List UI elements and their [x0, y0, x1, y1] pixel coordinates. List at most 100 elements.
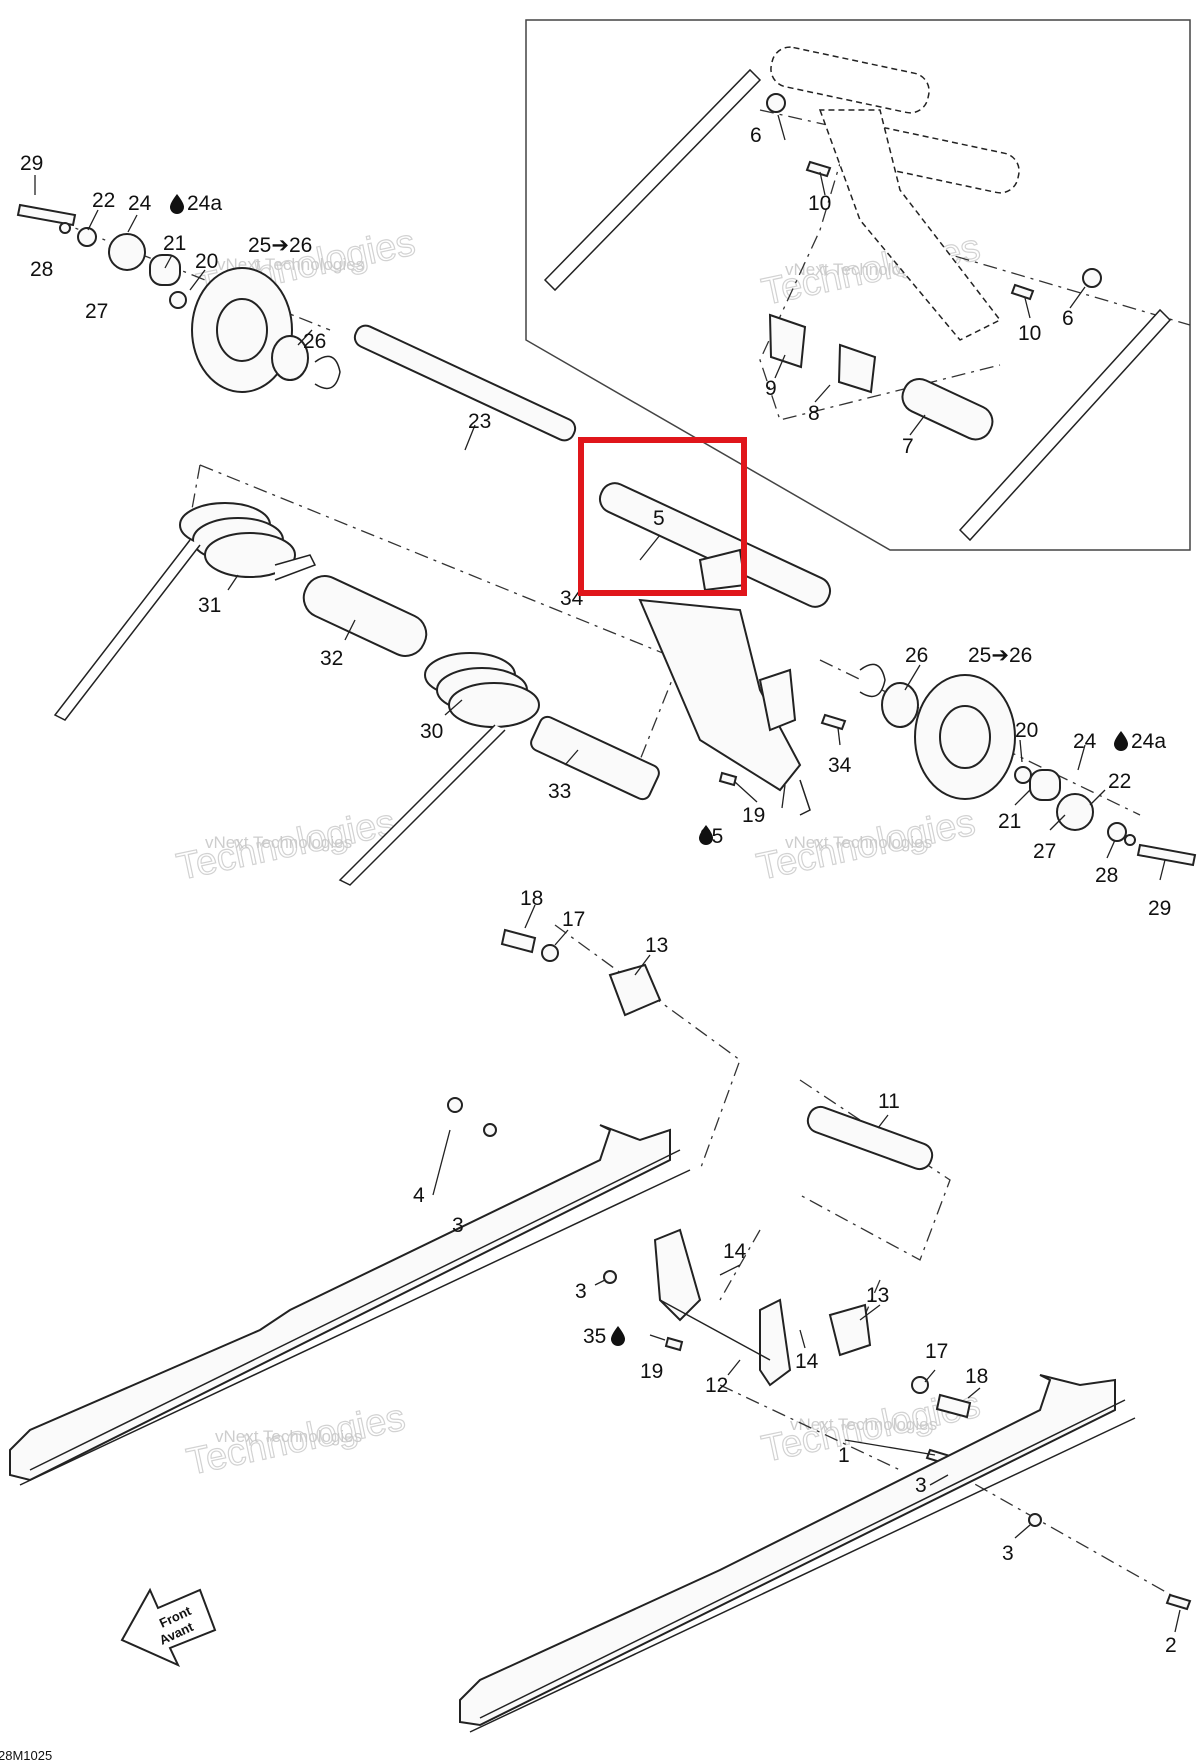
rear-brackets	[653, 1228, 1192, 1611]
watermark-text-large: Technologies	[753, 802, 979, 889]
block-13-icon	[828, 1303, 872, 1357]
ring-20-icon	[1014, 766, 1032, 784]
part-label: 13	[866, 1284, 889, 1307]
watermark-text: vNext Technologies	[790, 1415, 937, 1434]
part-label: 33	[548, 780, 571, 803]
part-label: 24	[1073, 730, 1097, 753]
highlight-box	[578, 437, 747, 596]
shaft-11-icon	[806, 1105, 934, 1171]
watermark-text-large: Technologies	[173, 802, 399, 889]
grease-fitting-19-icon	[718, 771, 738, 787]
bushing-6-icon	[766, 93, 786, 113]
part-label: 7	[902, 435, 914, 458]
part-label: 24a	[187, 192, 222, 215]
circlip-icon	[859, 663, 886, 698]
part-label: 20	[1015, 719, 1038, 742]
part-label: 17	[562, 908, 585, 931]
part-label: 8	[808, 402, 820, 425]
part-label: 6	[1062, 307, 1074, 330]
washer-3-icon	[483, 1123, 497, 1137]
part-label: 25➔26	[968, 644, 1032, 667]
oil-drop-icon	[611, 1326, 625, 1346]
part-label: 30	[420, 720, 443, 743]
part-label: 10	[1018, 322, 1041, 345]
part-label: 11	[878, 1090, 900, 1113]
shaft-23-icon	[353, 324, 577, 442]
block-13-icon	[608, 963, 662, 1017]
bushing-21-icon	[149, 254, 181, 286]
part-label: 19	[640, 1360, 663, 1383]
drawing-code: 28M1025	[0, 1748, 52, 1763]
leader-lines	[34, 114, 1181, 1633]
bolt-29-icon	[16, 203, 77, 227]
part-label: 25➔26	[248, 234, 312, 257]
washer-28-icon	[77, 227, 97, 247]
slider-33-icon	[530, 715, 660, 801]
washer-3-icon	[603, 1270, 617, 1284]
bushing-21-icon	[1029, 769, 1061, 801]
watermark-text: vNext Technologies	[785, 260, 932, 279]
bracket-8-icon	[837, 343, 877, 394]
part-label: 31	[198, 594, 221, 617]
inset-rear-arm	[543, 46, 1172, 542]
right-hub-assembly	[859, 663, 1197, 867]
part-label: 28	[30, 258, 53, 281]
washer-3-icon	[1028, 1513, 1042, 1527]
bolt-10-icon	[805, 160, 832, 178]
part-labels: 29 22 24 24a 25➔26 21 20 28 27 26 23 31 …	[20, 124, 1177, 1657]
washer-17-icon	[541, 944, 559, 962]
upper-mount-parts	[500, 928, 934, 1171]
spacer-27-icon	[1056, 793, 1094, 831]
bolt-18-icon	[935, 1393, 972, 1419]
part-label: 10	[808, 192, 831, 215]
bracket-left-icon	[653, 1228, 702, 1322]
part-label: 24a	[1131, 730, 1166, 753]
part-label: 23	[468, 410, 491, 433]
part-label: 1	[838, 1444, 850, 1467]
bolt-18-icon	[500, 928, 537, 954]
ring-20-icon	[169, 291, 187, 309]
nut-4-icon	[447, 1097, 463, 1113]
part-label: 34	[560, 587, 584, 610]
bracket-9-icon	[768, 313, 807, 369]
part-label: 5	[653, 507, 665, 530]
part-label: 17	[925, 1340, 948, 1363]
part-label: 27	[85, 300, 108, 323]
front-arrow-icon	[120, 1587, 217, 1668]
part-label: 34	[828, 754, 852, 777]
part-label: 20	[195, 250, 218, 273]
inset-frame	[525, 19, 1191, 551]
part-label: 4	[413, 1184, 425, 1207]
part-label: 19	[742, 804, 765, 827]
watermark-text-large: Technologies	[183, 1397, 409, 1484]
oil-drop-icon	[699, 825, 713, 845]
spacer-27-icon	[108, 233, 146, 271]
part-label: 18	[965, 1365, 988, 1388]
part-label: 21	[998, 810, 1021, 833]
watermark-text: vNext Technologies	[785, 833, 932, 852]
arm-frame-icon	[638, 598, 802, 792]
watermark-text: vNext Technologies	[205, 833, 352, 852]
bolt-34-icon	[820, 713, 847, 731]
part-label: 26	[303, 330, 326, 353]
watermark-text: vNext Technologies	[215, 1427, 362, 1446]
part-label: 3	[1002, 1542, 1014, 1565]
circlip-icon	[314, 355, 341, 390]
spring-assembly	[53, 502, 660, 886]
washer-17-icon	[911, 1376, 929, 1394]
part-label: 35	[583, 1325, 606, 1348]
left-hub-assembly	[16, 203, 577, 442]
bolt-10-icon	[1010, 283, 1035, 301]
rail-right-body	[459, 1374, 1116, 1727]
part-label: 9	[765, 377, 777, 400]
bearing-26-icon	[881, 682, 919, 728]
part-label: 2	[1165, 1634, 1177, 1657]
part-label: 32	[320, 647, 343, 670]
part-label: 13	[645, 934, 668, 957]
front-arrow: Front Avant	[120, 1587, 217, 1668]
rail-left	[9, 1097, 691, 1486]
part-label: 18	[520, 887, 543, 910]
bearing-26-icon	[271, 335, 309, 381]
rail-right	[459, 1374, 1136, 1733]
washer-28-icon	[1107, 822, 1127, 842]
